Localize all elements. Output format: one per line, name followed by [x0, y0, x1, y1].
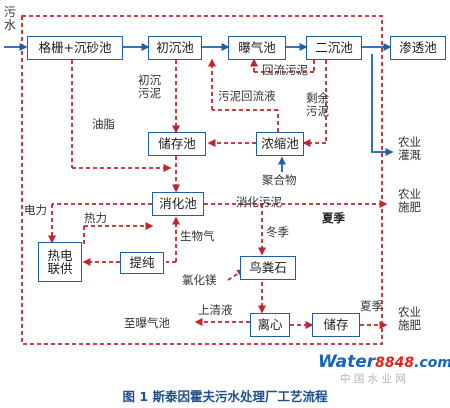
node-centrifuge: 离心 — [250, 313, 290, 337]
label-biogas: 生物气 — [180, 229, 215, 243]
label-grease: 油脂 — [92, 117, 115, 131]
node-thickener: 浓缩池 — [256, 132, 304, 156]
node-storage-tank: 储存池 — [148, 132, 206, 156]
label-agri-irrigation: 农业灌溉 — [398, 135, 421, 163]
label-return-sludge: 回流污泥 — [262, 63, 308, 77]
label-winter: 冬季 — [266, 225, 289, 239]
label-polymer: 聚合物 — [262, 173, 297, 187]
label-primary-sludge: 初沉污泥 — [138, 73, 161, 101]
node-secondary-clarifier: 二沉池 — [306, 36, 362, 60]
label-agri-fertilizer: 农业施肥 — [398, 187, 421, 215]
node-struvite: 鸟粪石 — [240, 256, 296, 280]
label-digested-sludge: 消化污泥 — [236, 195, 282, 209]
node-digester: 消化池 — [152, 192, 204, 216]
label-summer-2: 夏季 — [360, 299, 383, 313]
node-primary-clarifier: 初沉池 — [148, 36, 202, 60]
source-label: 污水 — [4, 5, 17, 32]
figure-caption: 图 1 斯泰因霍夫污水处理厂工艺流程 — [122, 389, 328, 404]
watermark-subtitle: 中 国 水 业 网 — [340, 373, 406, 385]
label-electricity: 电力 — [24, 203, 47, 217]
label-to-aeration: 至曝气池 — [124, 316, 170, 330]
label-heat: 热力 — [84, 211, 107, 225]
node-storage-2: 储存 — [312, 313, 360, 337]
node-purification: 提纯 — [120, 252, 164, 274]
label-supernatant: 上清液 — [198, 303, 233, 317]
node-infiltration-pond: 渗透池 — [390, 36, 446, 60]
node-grille: 格栅+沉砂池 — [27, 36, 123, 60]
label-excess-sludge: 剩余污泥 — [306, 91, 329, 119]
label-summer: 夏季 — [322, 211, 345, 225]
label-magnesium-chloride: 氯化镁 — [182, 273, 217, 287]
label-agri-fertilizer-2: 农业施肥 — [398, 305, 421, 333]
label-sludge-return-liquor: 污泥回流液 — [218, 89, 276, 103]
return-loop — [21, 15, 383, 345]
node-aeration-tank: 曝气池 — [228, 36, 286, 60]
node-chp: 热电联供 — [38, 242, 82, 282]
watermark-logo: Water8848.com — [318, 352, 450, 372]
